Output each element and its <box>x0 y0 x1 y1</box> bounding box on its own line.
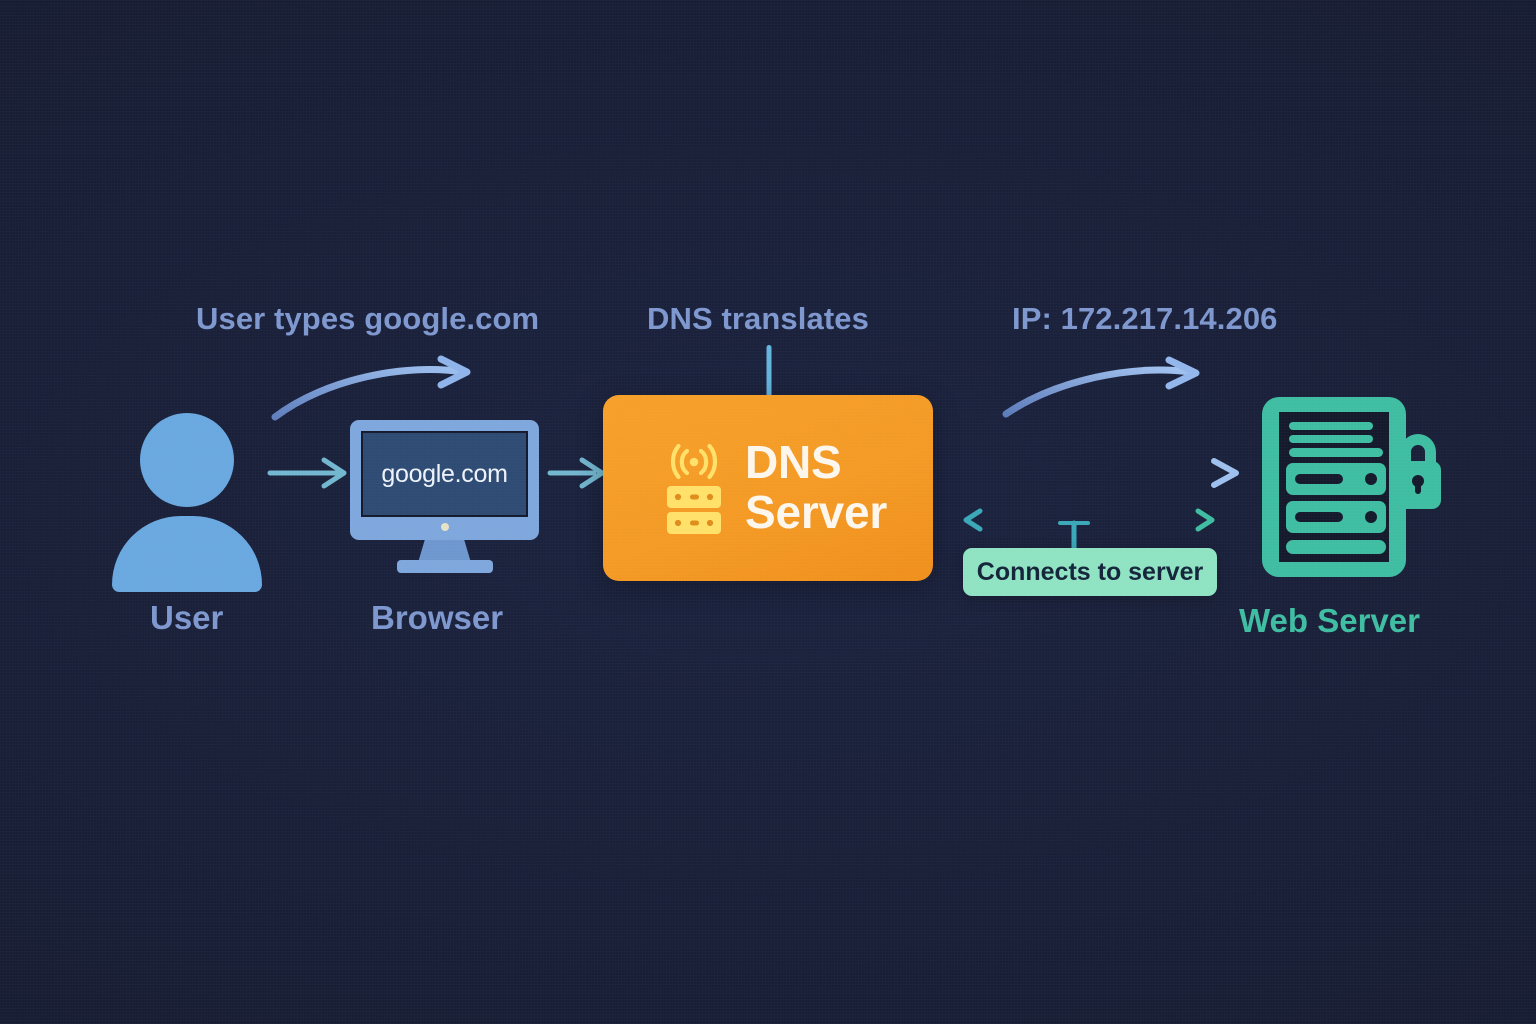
dns-box-label: DNS Server <box>745 438 887 537</box>
node-label-web-server: Web Server <box>1239 602 1420 639</box>
dns-label-line2: Server <box>745 486 888 538</box>
server-lock-icon <box>1258 393 1458 581</box>
monitor-power-dot <box>440 523 449 531</box>
curved-arrow-ip <box>998 356 1218 430</box>
monitor-icon: google.com <box>350 420 539 575</box>
arrow-user-to-browser <box>267 455 352 491</box>
node-label-browser: Browser <box>371 599 504 636</box>
dns-caption-stem <box>765 345 773 397</box>
caption-dns-translates: DNS translates <box>647 301 869 336</box>
monitor-frame: google.com <box>350 420 539 540</box>
monitor-url-text: google.com <box>381 459 508 488</box>
badge-label: Connects to server <box>976 557 1204 586</box>
badge-connects-to-server: Connects to server <box>963 548 1217 596</box>
caption-user-types: User types google.com <box>196 301 540 336</box>
node-label-user: User <box>150 599 224 636</box>
lock-icon <box>1395 434 1441 509</box>
monitor-screen: google.com <box>361 431 528 517</box>
monitor-stand-base <box>396 560 493 573</box>
dns-label-line1: DNS <box>745 436 842 489</box>
arrow-dns-to-webserver <box>937 455 1248 491</box>
double-arrow-connects <box>960 505 1218 553</box>
user-body-shape <box>112 516 262 592</box>
server-rack-icon <box>667 485 721 534</box>
user-icon <box>112 413 262 595</box>
curved-arrow-user-types <box>265 355 495 430</box>
dns-server-icon <box>665 443 723 535</box>
arrow-browser-to-dns <box>547 455 610 491</box>
user-head-shape <box>140 413 234 507</box>
dns-server-box[interactable]: DNS Server <box>603 395 933 581</box>
caption-ip-address: IP: 172.217.14.206 <box>1012 301 1278 336</box>
broadcast-waves-icon <box>670 443 718 479</box>
monitor-stand-neck <box>418 540 471 561</box>
